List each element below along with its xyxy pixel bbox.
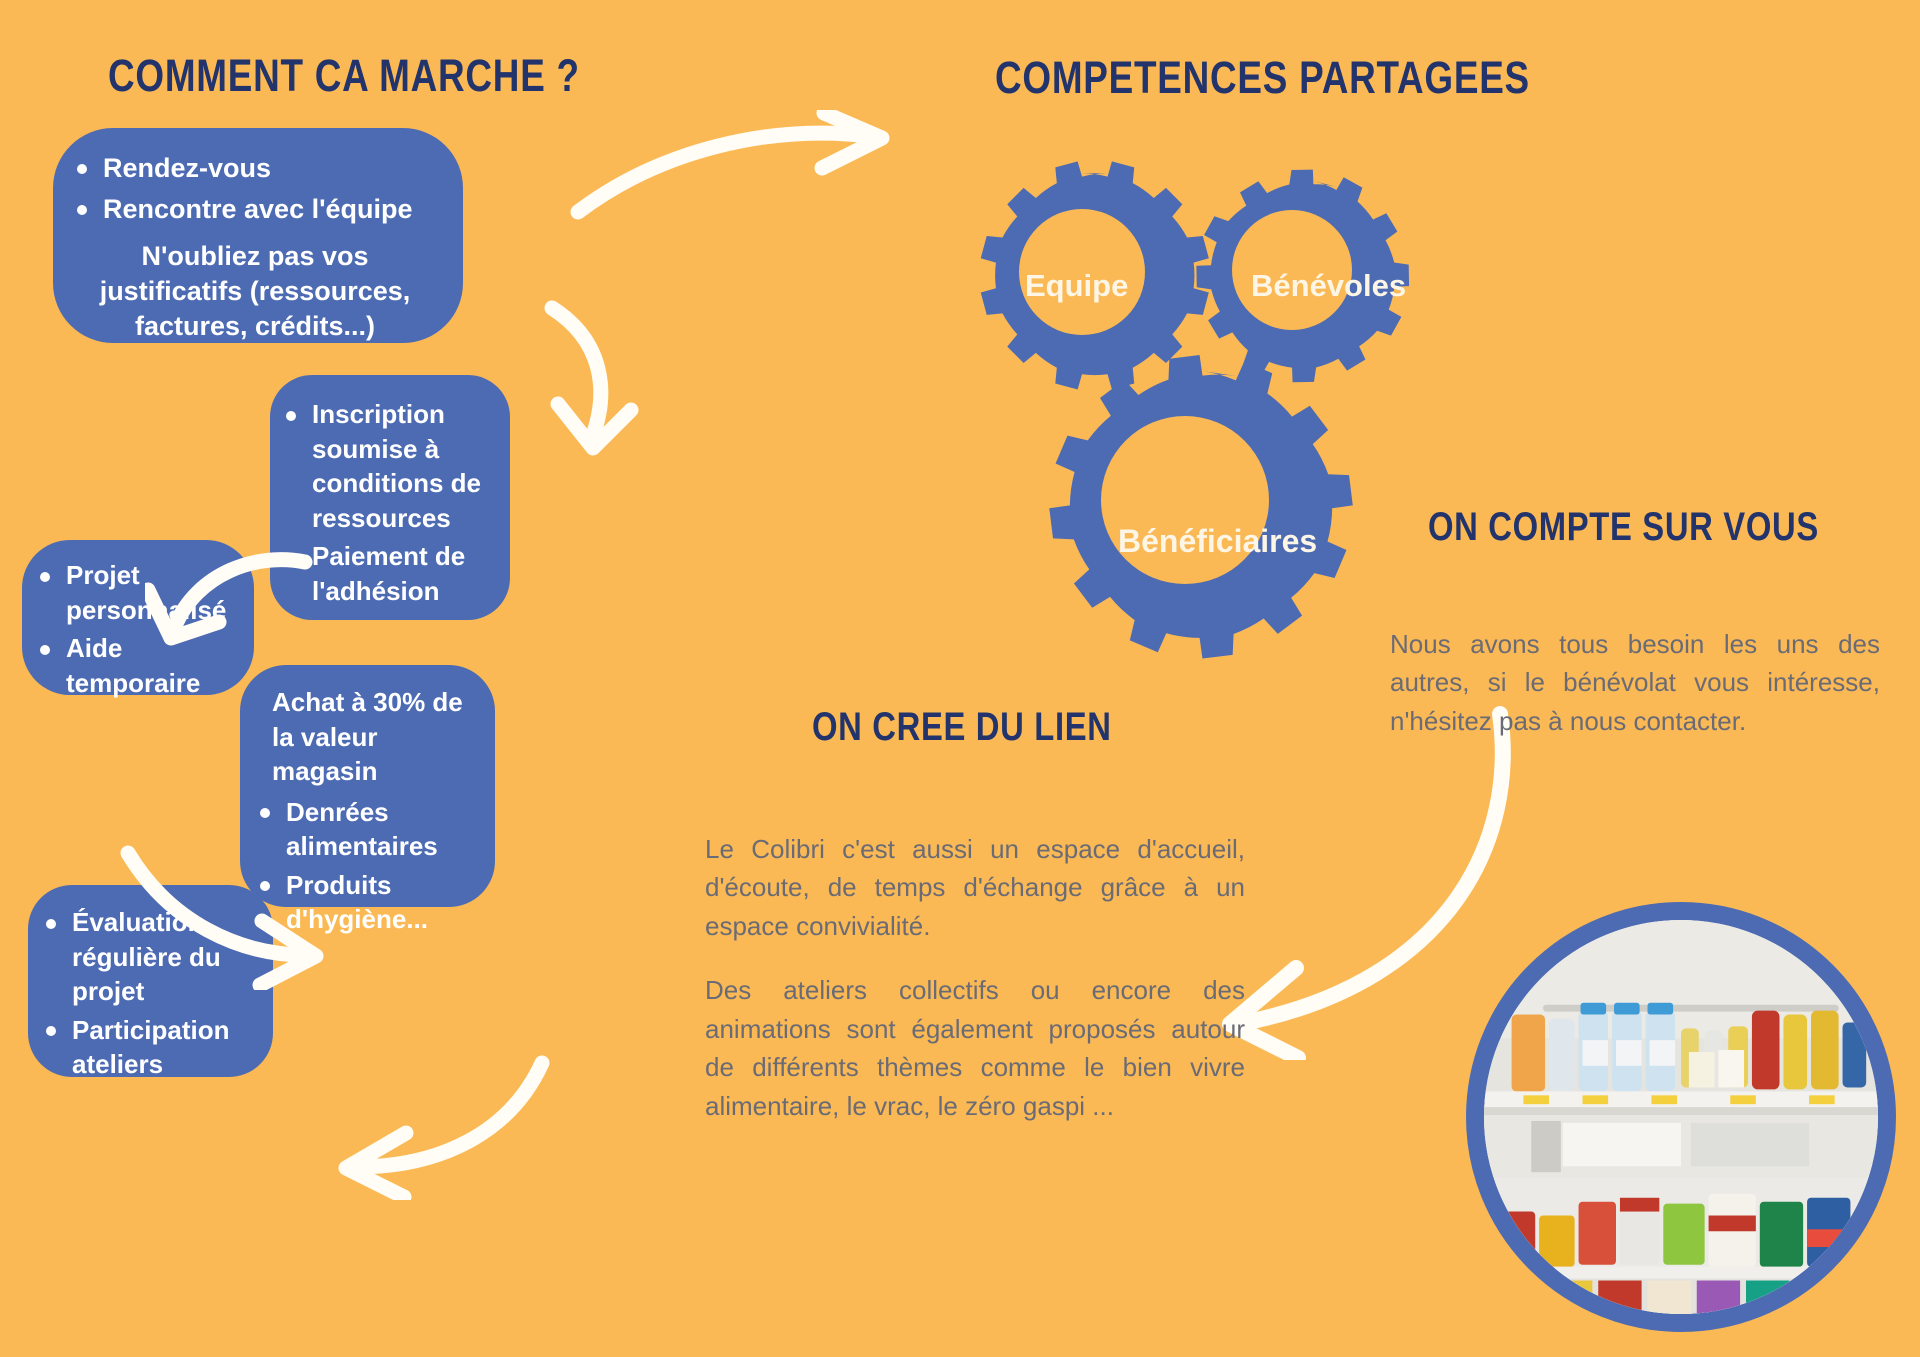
list-item: Évaluation régulière du projet [46,905,263,1009]
step-box-evaluation-list: Évaluation régulière du projet Participa… [36,905,263,1082]
arrow-icon-to-photo [1222,706,1511,1060]
gears-diagram [980,147,1431,677]
paragraph-on-cree-du-lien: Le Colibri c'est aussi un espace d'accue… [705,830,1245,1125]
list-item: Inscription soumise à conditions de ress… [286,397,500,535]
step-box-rendezvous: Rendez-vous Rencontre avec l'équipe N'ou… [53,128,463,343]
list-item: Participation ateliers [46,1013,263,1082]
page-title-on-compte-sur-vous: ON COMPTE SUR VOUS [1428,505,1819,549]
step-box-rendezvous-list: Rendez-vous Rencontre avec l'équipe [67,150,443,229]
gear-label-beneficiaires: Bénéficiaires [1118,523,1318,559]
gear-benevoles [1174,147,1431,404]
step-box-achat-list: Denrées alimentaires Produits d'hygiène.… [250,795,483,937]
paragraph-on-compte-sur-vous: Nous avons tous besoin les uns des autre… [1390,625,1880,740]
step-box-evaluation: Évaluation régulière du projet Participa… [28,885,273,1079]
page-title-on-cree-du-lien: ON CREE DU LIEN [812,705,1112,749]
arrow-icon-to-evaluation [338,1055,550,1200]
arrow-icon-to-projet [145,552,313,646]
list-item: Denrées alimentaires [260,795,483,864]
list-item: Produits d'hygiène... [260,868,483,937]
page-title-competences-partagees: COMPETENCES PARTAGEES [995,52,1530,103]
arrow-icon-down-to-inscription [544,300,639,456]
arrow-icon-to-gears [570,110,890,220]
step-box-inscription: Inscription soumise à conditions de ress… [270,375,510,620]
list-item: Paiement de l'adhésion [286,539,500,608]
step-box-achat-lead: Achat à 30% de la valeur magasin [272,687,463,787]
arrow-icon-to-achat [120,845,324,990]
step-box-rendezvous-note: N'oubliez pas vos justificatifs (ressour… [99,240,411,341]
list-item: Rendez-vous [77,150,443,187]
page-title-comment-ca-marche: COMMENT CA MARCHE ? [108,50,580,101]
shelf-illustration [1484,920,1878,1314]
step-box-inscription-list: Inscription soumise à conditions de ress… [276,397,500,608]
grocery-shelf-photo [1466,902,1896,1332]
gear-beneficiaires [1031,337,1371,677]
step-box-achat: Achat à 30% de la valeur magasin Denrées… [240,665,495,934]
paragraph-text: Nous avons tous besoin les uns des autre… [1390,629,1880,736]
gear-equipe [980,161,1209,390]
gear-label-benevoles: Bénévoles [1251,268,1407,303]
paragraph-text: Des ateliers collectifs ou encore des an… [705,975,1245,1121]
list-item: Aide temporaire [40,631,244,700]
gear-label-equipe: Equipe [1025,268,1129,303]
paragraph-text: Le Colibri c'est aussi un espace d'accue… [705,834,1245,941]
list-item: Rencontre avec l'équipe [77,191,443,228]
